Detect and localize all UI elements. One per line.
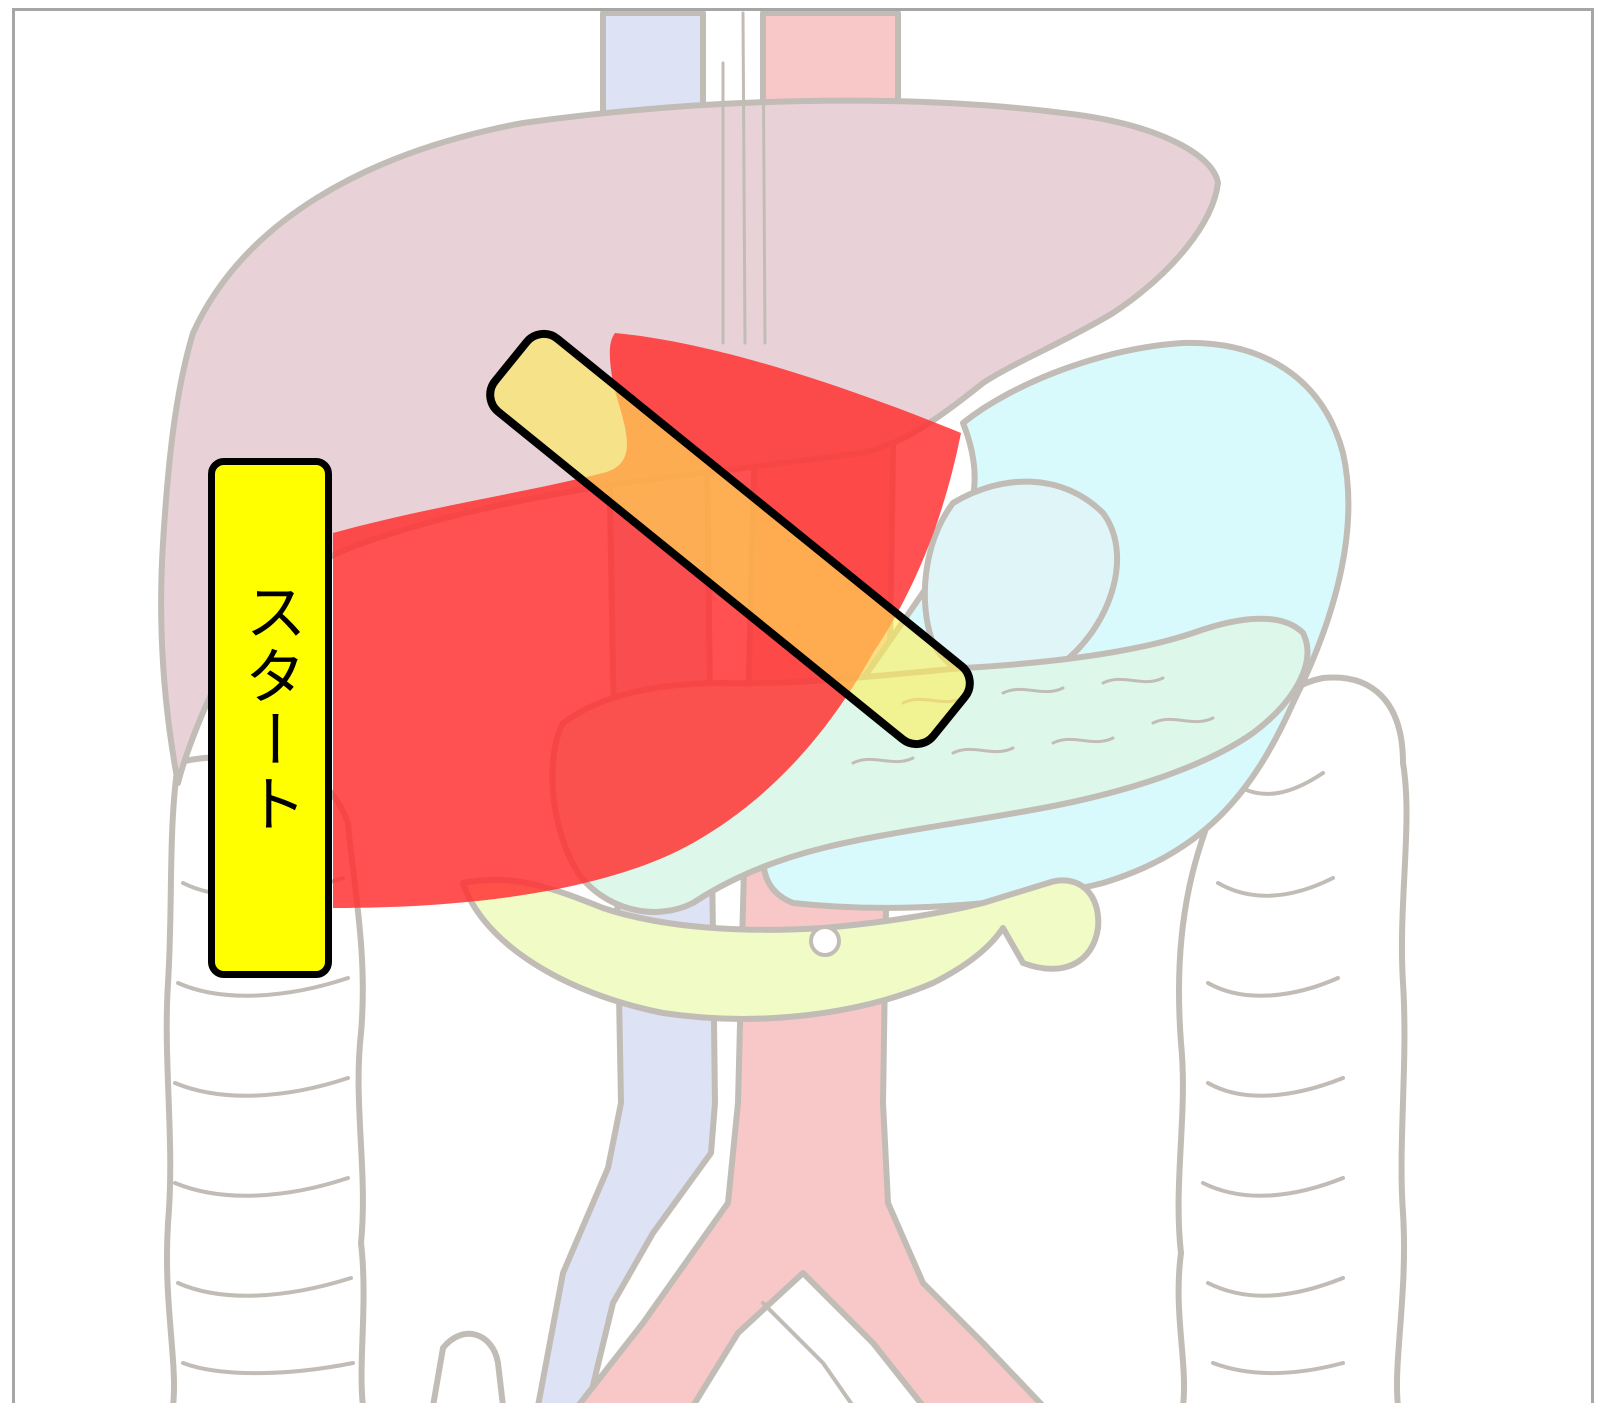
iliac-detail xyxy=(763,1303,853,1403)
vessel-cross-section xyxy=(811,927,839,955)
start-button[interactable]: スタート xyxy=(208,458,332,978)
start-label: スタート xyxy=(239,580,301,836)
small-bowel-fragment xyxy=(433,1334,503,1403)
diagram-frame: スタート xyxy=(12,8,1594,1403)
